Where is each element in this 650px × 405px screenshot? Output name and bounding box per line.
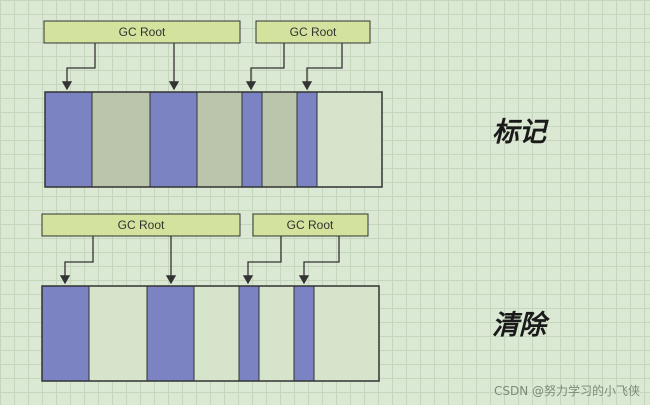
reference-arrow <box>245 43 285 91</box>
sweep-stage: GC Root GC Root <box>41 213 380 382</box>
sweep-label: 清除 <box>492 310 546 341</box>
memory-block <box>196 91 243 188</box>
memory-block <box>193 285 240 382</box>
watermark: CSDN @努力学习的小飞侠 <box>493 384 640 398</box>
reference-arrow <box>61 43 96 91</box>
svg-text:GC Root: GC Root <box>290 25 337 39</box>
gc-root-box-2: GC Root <box>252 213 369 237</box>
memory-block <box>238 285 260 382</box>
gc-root-box-2: GC Root <box>255 20 371 44</box>
memory-block <box>316 91 383 188</box>
memory-bar <box>44 91 383 188</box>
gc-root-box-1: GC Root <box>41 213 241 237</box>
mark-label: 标记 <box>492 117 546 148</box>
memory-block <box>313 285 380 382</box>
memory-block <box>149 91 198 188</box>
memory-block <box>146 285 195 382</box>
memory-block <box>293 285 315 382</box>
svg-text:GC Root: GC Root <box>119 25 166 39</box>
memory-block <box>91 91 151 188</box>
svg-text:GC Root: GC Root <box>118 218 165 232</box>
gc-root-box-1: GC Root <box>43 20 241 44</box>
mark-stage: GC Root GC Root <box>43 20 383 188</box>
memory-block <box>241 91 263 188</box>
memory-block <box>41 285 90 382</box>
memory-block <box>88 285 148 382</box>
memory-block <box>296 91 318 188</box>
reference-arrow <box>242 236 282 285</box>
memory-block <box>258 285 295 382</box>
reference-arrow <box>301 43 343 91</box>
svg-text:GC Root: GC Root <box>287 218 334 232</box>
reference-arrow <box>298 236 340 285</box>
memory-block <box>261 91 298 188</box>
memory-block <box>44 91 93 188</box>
memory-bar <box>41 285 380 382</box>
reference-arrow <box>59 236 94 285</box>
